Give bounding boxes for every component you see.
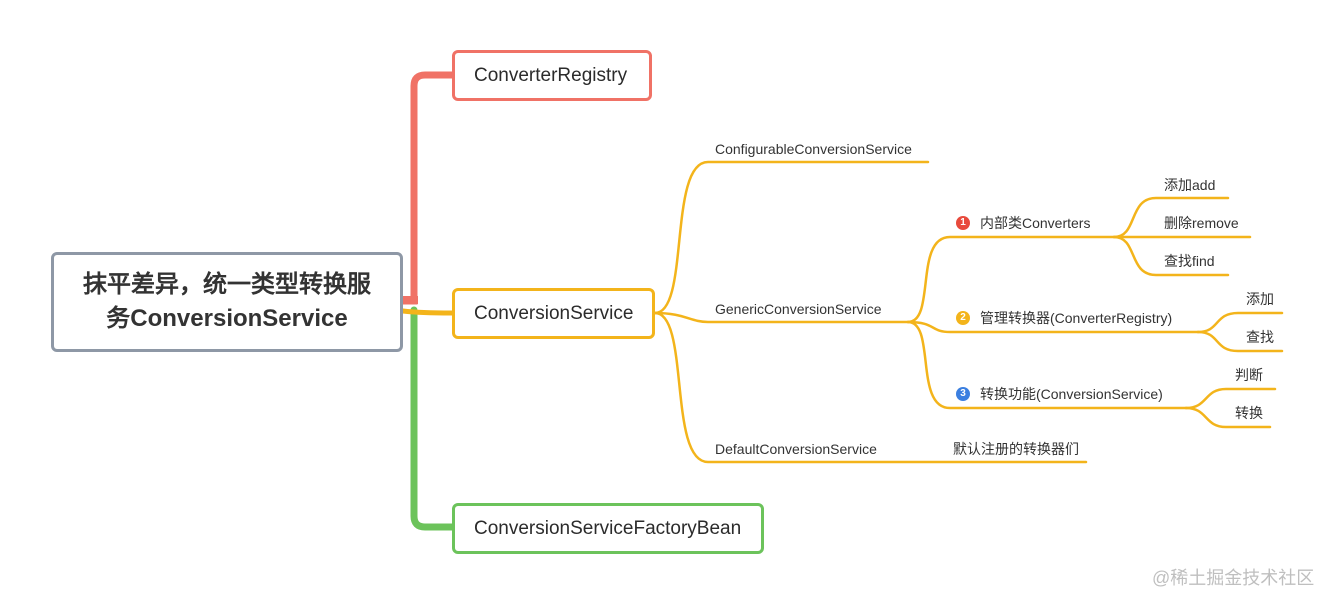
topic-manage-converters[interactable]: 管理转换器(ConverterRegistry) xyxy=(980,310,1173,326)
leaf-find-cn[interactable]: 查找 xyxy=(1246,329,1274,345)
node-conversion-service-factory-bean[interactable]: ConversionServiceFactoryBean xyxy=(452,503,764,554)
node-converter-registry-label: ConverterRegistry xyxy=(474,64,628,86)
leaf-add-cn[interactable]: 添加 xyxy=(1246,291,1274,307)
connector-generic-item1 xyxy=(906,235,1116,324)
node-conversion-service-label: ConversionService xyxy=(474,302,634,324)
connector-item1-add xyxy=(1112,196,1230,239)
badge-2-icon: 2 xyxy=(956,311,970,325)
node-conversion-service[interactable]: ConversionService xyxy=(452,288,655,339)
leaf-find[interactable]: 查找find xyxy=(1164,253,1215,269)
connector-root-factory xyxy=(410,306,456,531)
connector-item1-find xyxy=(1112,235,1230,277)
node-factory-bean-label: ConversionServiceFactoryBean xyxy=(474,517,742,539)
badge-1-icon: 1 xyxy=(956,216,970,230)
leaf-judge[interactable]: 判断 xyxy=(1235,367,1263,383)
badge-3-icon: 3 xyxy=(956,387,970,401)
root-node[interactable]: 抹平差异，统一类型转换服务ConversionService xyxy=(51,252,403,352)
connector-service-configurable xyxy=(653,160,930,315)
leaf-add[interactable]: 添加add xyxy=(1164,177,1216,193)
leaf-convert[interactable]: 转换 xyxy=(1235,405,1263,421)
connector-service-generic xyxy=(653,311,910,324)
topic-generic-conversion-service[interactable]: GenericConversionService xyxy=(715,301,882,317)
node-converter-registry[interactable]: ConverterRegistry xyxy=(452,50,652,101)
connector-generic-item2 xyxy=(906,320,1200,334)
watermark: @稀土掘金技术社区 xyxy=(1152,568,1315,588)
connector-item2-find xyxy=(1196,330,1284,353)
topic-inner-converters[interactable]: 内部类Converters xyxy=(980,215,1091,231)
topic-default-registered-converters[interactable]: 默认注册的转换器们 xyxy=(953,441,1079,457)
connector-root-joint xyxy=(400,296,418,304)
connector-item2-add xyxy=(1196,311,1284,334)
connector-root-service xyxy=(400,308,455,316)
leaf-remove[interactable]: 删除remove xyxy=(1164,215,1239,231)
topic-default-conversion-service[interactable]: DefaultConversionService xyxy=(715,441,877,457)
connector-service-default xyxy=(653,311,1088,464)
connector-item3-convert xyxy=(1184,406,1272,429)
topic-conversion-function[interactable]: 转换功能(ConversionService) xyxy=(980,386,1163,402)
connector-generic-item3 xyxy=(906,320,1188,410)
connector-root-registry xyxy=(399,71,456,305)
root-label: 抹平差异，统一类型转换服务ConversionService xyxy=(83,271,371,332)
topic-configurable-conversion-service[interactable]: ConfigurableConversionService xyxy=(715,141,912,157)
